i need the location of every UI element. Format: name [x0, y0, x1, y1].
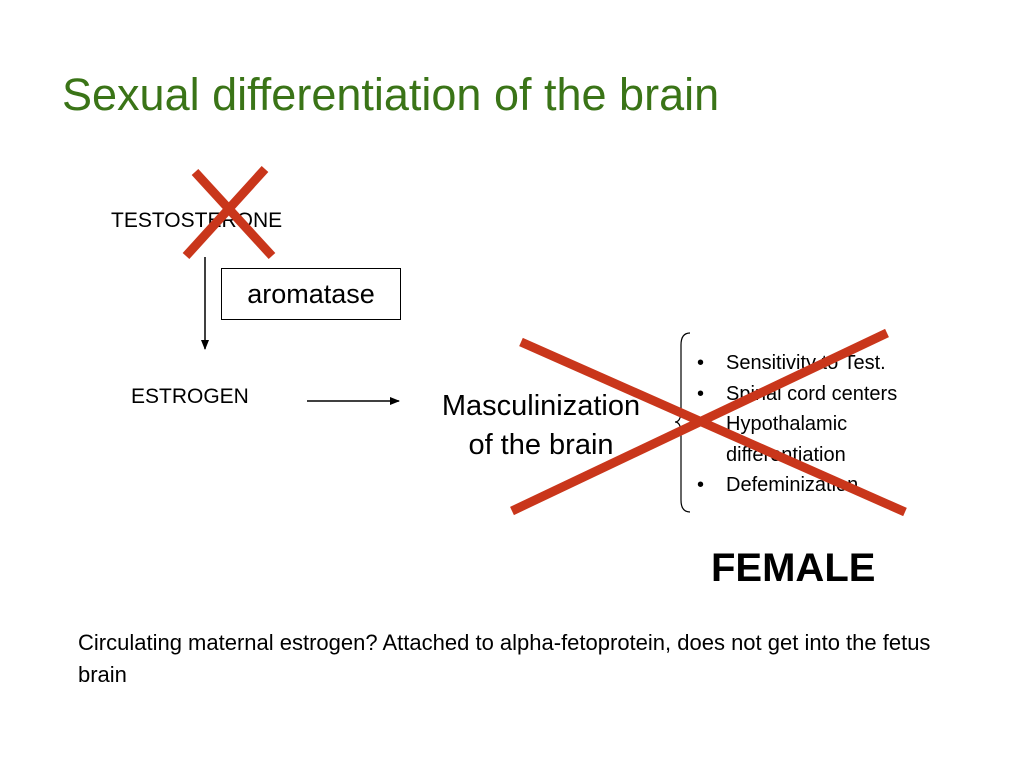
female-label: FEMALE	[711, 546, 876, 590]
footnote-text: Circulating maternal estrogen? Attached …	[78, 630, 931, 687]
effect-text: Spinal cord centers	[726, 382, 898, 405]
testosterone-label: TESTOSTERONE	[111, 209, 283, 232]
effect-item: • Spinal cord centers	[693, 379, 963, 410]
bullet-icon: •	[697, 413, 705, 436]
effect-text: Hypothalamic differentiation	[726, 413, 848, 466]
curly-brace	[674, 332, 691, 513]
masculinization-line-2: of the brain	[468, 429, 614, 462]
estrogen-label: ESTROGEN	[131, 385, 249, 408]
effect-text: Sensitivity to Test.	[726, 352, 886, 374]
effect-item: • Hypothalamic differentiation	[693, 409, 963, 470]
bullet-icon: •	[697, 382, 705, 405]
effect-item: • Sensitivity to Test.	[693, 348, 963, 379]
masculinization-label: Masculinization of the brain	[412, 387, 670, 466]
bullet-icon: •	[697, 352, 705, 374]
effect-item: • Defeminization	[693, 470, 963, 501]
masculinization-line-1: Masculinization	[441, 390, 641, 422]
effects-list: • Sensitivity to Test. • Spinal cord cente…	[693, 348, 963, 501]
aromatase-label: aromatase	[247, 278, 375, 309]
effect-text: Defeminization	[726, 474, 859, 497]
slide-title: Sexual differentiation of the brain	[62, 69, 720, 120]
bullet-icon: •	[697, 474, 705, 497]
aromatase-box: aromatase	[221, 268, 401, 320]
